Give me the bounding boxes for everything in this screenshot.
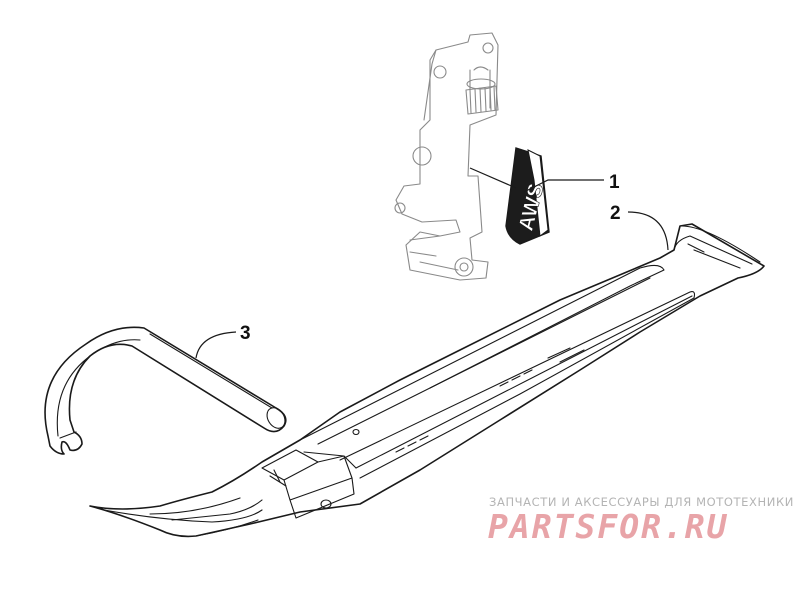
callout-3: 3	[240, 323, 251, 344]
leader-line-3	[195, 331, 237, 359]
aws-decal: AWS	[505, 147, 550, 245]
leader-line-1	[523, 179, 604, 193]
leader-lines	[195, 167, 669, 359]
callout-1: 1	[609, 172, 620, 193]
leader-line-1b	[469, 167, 517, 189]
spindle-drawing	[394, 32, 499, 281]
callout-2: 2	[610, 203, 621, 224]
leader-line-2	[627, 211, 669, 251]
decal-text: AWS	[515, 181, 549, 233]
ski-loop-drawing	[44, 326, 287, 455]
watermark-logo: PARTSFOR.RU	[488, 507, 729, 546]
watermark-caption: ЗАПЧАСТИ И АКСЕССУАРЫ ДЛЯ МОТОТЕХНИКИ	[489, 495, 794, 509]
ski-drawing	[89, 223, 765, 538]
